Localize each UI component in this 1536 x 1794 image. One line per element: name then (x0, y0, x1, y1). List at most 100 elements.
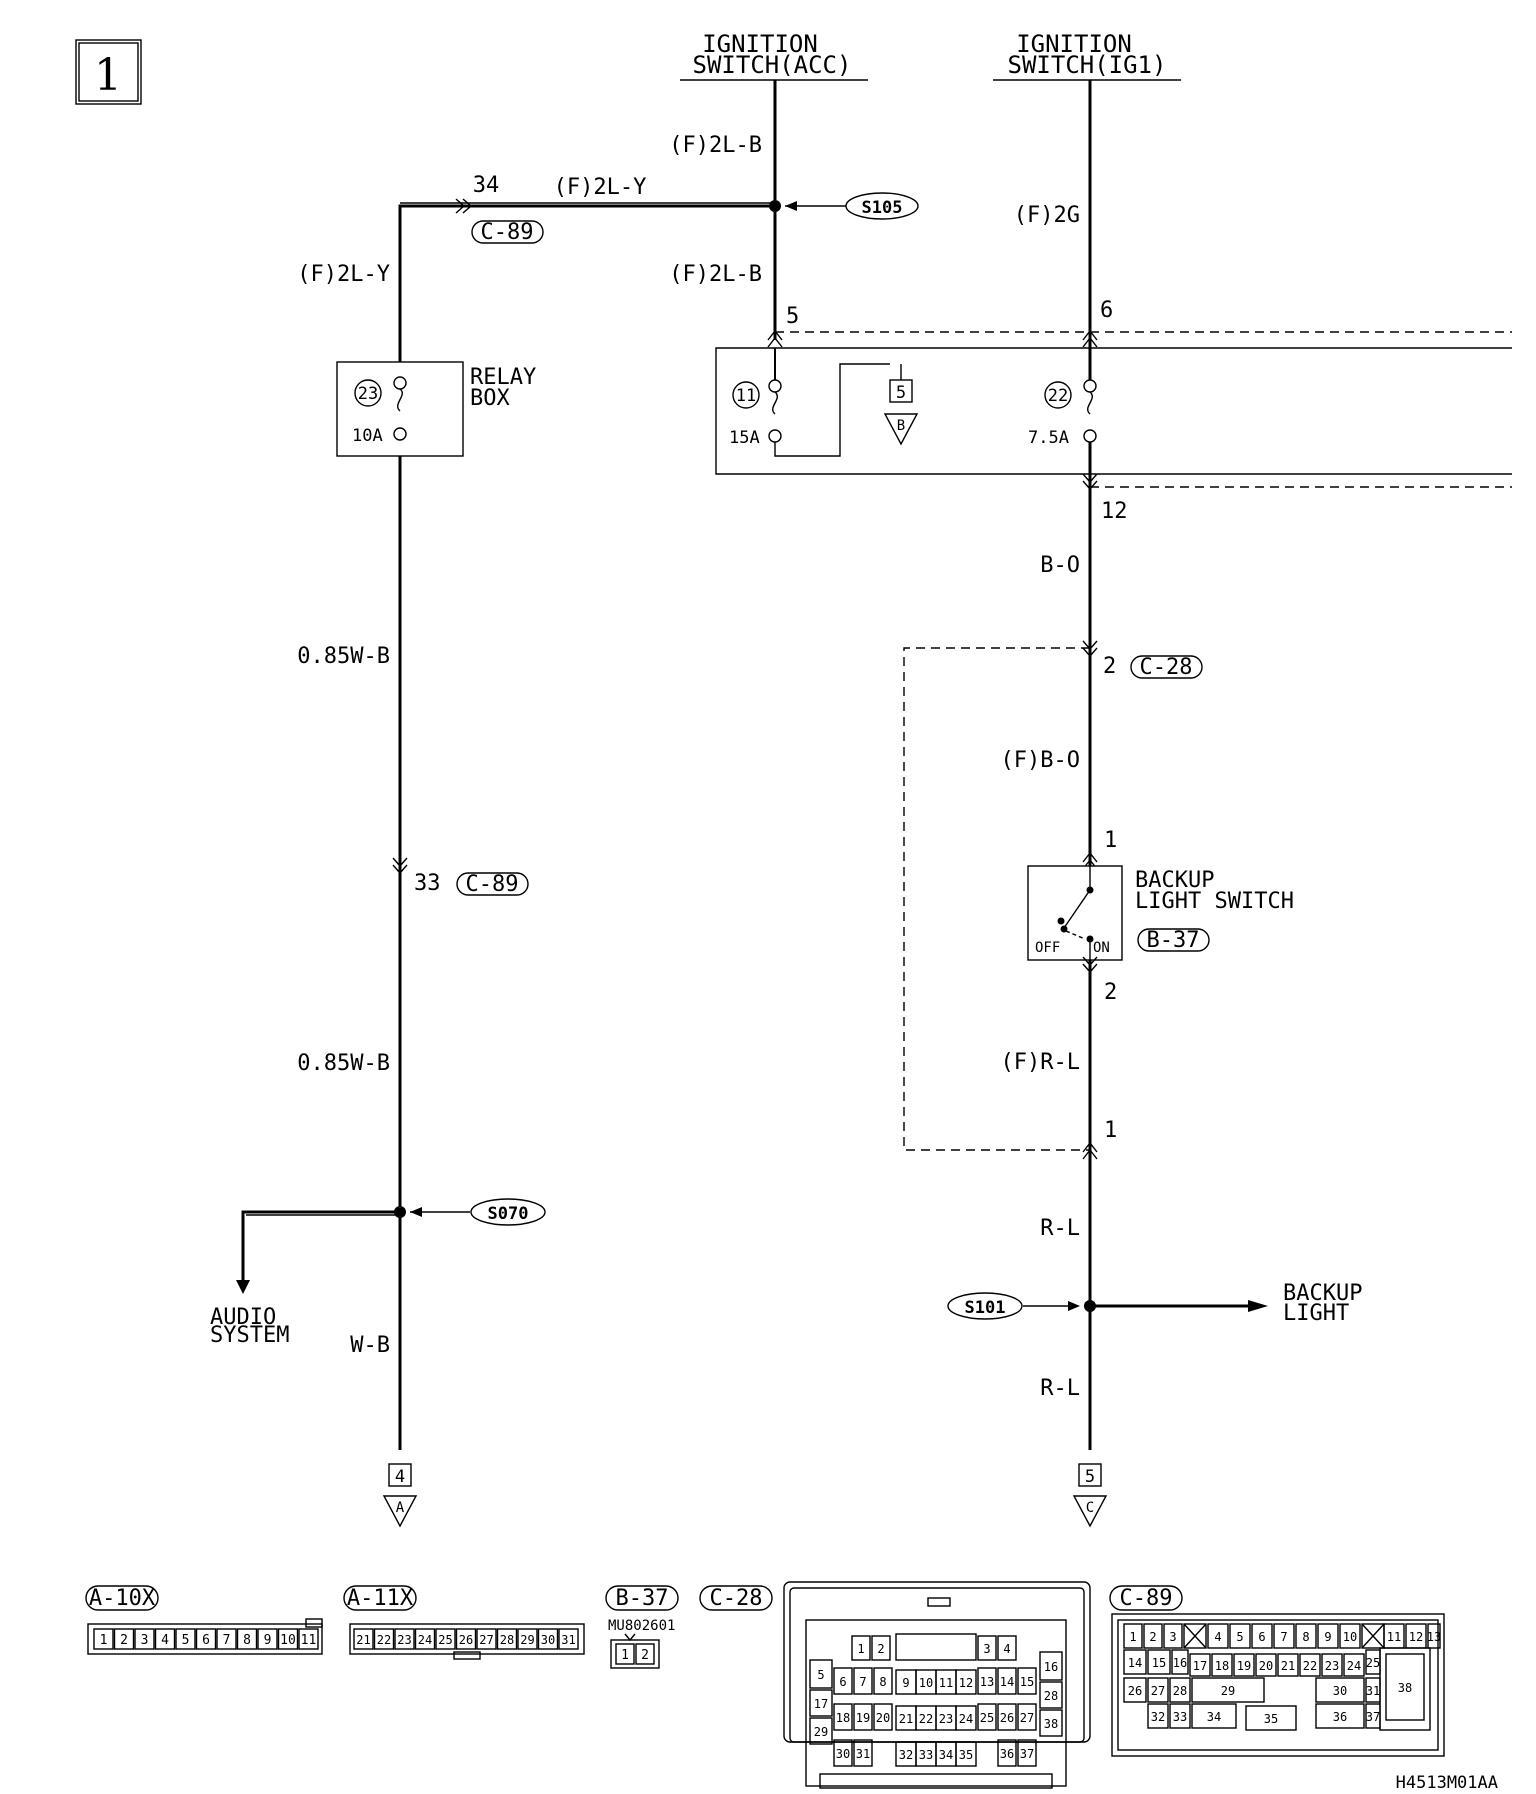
c89-pin-3: 3 (1169, 1630, 1176, 1644)
c28-pin-16-cell (1039, 1651, 1063, 1681)
splice-s070: S070 (394, 1198, 546, 1226)
a10x-pin-7: 7 (223, 1633, 231, 1648)
diagram-code: H4513M01AA (1396, 1773, 1498, 1793)
c89-pin-23-cell (1321, 1653, 1343, 1677)
a11x-pin-25: 25 (438, 1633, 452, 1647)
c28-pin-12-cell (955, 1669, 977, 1695)
a10x-pin-9-cell (257, 1628, 278, 1650)
c89-pin-25-cell (1365, 1649, 1381, 1675)
c89-pin-12-cell (1405, 1623, 1427, 1649)
c89-pin-17-cell (1189, 1653, 1211, 1677)
b37-pin-1-cell (615, 1643, 635, 1665)
a11x-pin-23: 23 (397, 1633, 411, 1647)
c89-pin-16: 16 (1173, 1656, 1187, 1670)
c28-pin-22: 22 (919, 1712, 933, 1726)
c89-pin-33: 33 (1173, 1710, 1187, 1724)
c28-pin-38: 38 (1044, 1717, 1058, 1731)
wire-label-wb-upper: 0.85W-B (297, 644, 390, 669)
c28-pin-6: 6 (839, 1675, 846, 1689)
c28-pin-10: 10 (919, 1676, 933, 1690)
c89-pin-21: 21 (1281, 1659, 1295, 1673)
c28-pin-35-cell (955, 1741, 977, 1767)
jb-ref-letter: B (897, 418, 905, 434)
a11x-pin-22: 22 (377, 1633, 391, 1647)
off-page-a-letter: A (396, 1500, 405, 1516)
c89-pin-30: 30 (1333, 1684, 1347, 1698)
c89-pin-8: 8 (1302, 1630, 1309, 1644)
c28-pin-3: 3 (983, 1642, 990, 1656)
c28-pin-1-cell (851, 1635, 871, 1661)
wire-label-acc-top: (F)2L-B (669, 133, 762, 158)
c28-pin-37: 37 (1020, 1747, 1034, 1761)
wire-label-rl-lower: R-L (1040, 1376, 1080, 1401)
c89-pin-19: 19 (1237, 1659, 1251, 1673)
legend-label-a10x: A-10X (89, 1586, 156, 1611)
a10x-pin-6-cell (195, 1628, 217, 1650)
relay-fuse-number: 23 (358, 384, 378, 404)
switch-label-line2: LIGHT SWITCH (1135, 889, 1294, 914)
c28-pin-14: 14 (1000, 1675, 1014, 1689)
backup-light-branch: BACKUP LIGHT (1090, 1281, 1362, 1326)
c28-pin-8: 8 (879, 1675, 886, 1689)
off-page-connector-a: 4 A (382, 1463, 418, 1528)
a11x-pin-23-cell (394, 1628, 415, 1650)
c28-pin-7: 7 (859, 1675, 866, 1689)
pin-label-c28-2: 2 (1103, 654, 1116, 679)
pin-label-jb-5: 5 (786, 304, 799, 329)
relay-box-label-line2: BOX (470, 386, 510, 411)
c28-boundary (903, 647, 1090, 1151)
c89-pin-28-cell (1169, 1677, 1191, 1703)
splice-s105: S105 (769, 192, 919, 220)
legend-label-a11x: A-11X (347, 1586, 414, 1611)
pin-label-c89-33: 33 (414, 871, 441, 896)
a10x-pin-11-cell (298, 1628, 319, 1650)
c28-pin-2: 2 (877, 1642, 884, 1656)
c28-pin-4: 4 (1003, 1642, 1010, 1656)
switch-on-label: ON (1093, 940, 1110, 956)
c89-pin-9: 9 (1324, 1630, 1331, 1644)
c28-pin-33: 33 (919, 1748, 933, 1762)
c28-pin-4-cell (997, 1635, 1017, 1661)
c28-pin-11: 11 (939, 1676, 953, 1690)
c89-pin-31: 31 (1366, 1684, 1380, 1698)
backup-light-switch: OFF ON BACKUP LIGHT SWITCH B-37 (1027, 865, 1294, 961)
junction-block: 11 15A 5 B 22 7.5A (715, 331, 1512, 488)
a11x-pin-26-cell (455, 1628, 477, 1650)
a10x-pin-11: 11 (301, 1633, 317, 1648)
c28-pin-30: 30 (836, 1747, 850, 1761)
legend-b37-part: MU802601 (608, 1618, 675, 1634)
c89-pin-33-cell (1169, 1703, 1191, 1729)
c89-pin-1-cell (1123, 1623, 1143, 1649)
b37-pin-2: 2 (641, 1648, 649, 1663)
wire-label-rl-upper: R-L (1040, 1216, 1080, 1241)
c28-pin-6-cell (833, 1667, 853, 1695)
c89-pin-5-cell (1229, 1623, 1251, 1649)
c28-pin-14-cell (997, 1667, 1017, 1695)
c89-pin-38: 38 (1398, 1681, 1412, 1695)
c89-pin-32-cell (1147, 1703, 1169, 1729)
audio-label-line2: SYSTEM (210, 1323, 289, 1348)
off-page-c-box: 5 (1085, 1467, 1095, 1487)
a11x-pin-22-cell (373, 1628, 395, 1650)
c28-pin-2-cell (871, 1635, 891, 1661)
ig1-wire: (F)2G 6 12 B-O 2 C-28 (F)B-O 1 (1001, 80, 1203, 870)
c28-pin-34: 34 (939, 1748, 953, 1762)
wb-wire: 0.85W-B 33 C-89 0.85W-B W-B (297, 456, 529, 1450)
a10x-pin-1-cell (93, 1628, 114, 1650)
c28-pin-15: 15 (1020, 1675, 1034, 1689)
pin-label-c89-34: 34 (473, 173, 500, 198)
a11x-pin-24: 24 (418, 1633, 432, 1647)
c89-pin-17: 17 (1193, 1659, 1207, 1673)
a10x-pin-4-cell (154, 1628, 176, 1650)
a10x-pin-5: 5 (182, 1633, 190, 1648)
a11x-pin-29: 29 (520, 1633, 534, 1647)
c89-pin-32: 32 (1151, 1710, 1165, 1724)
audio-label-line1: AUDIO (210, 1305, 276, 1330)
wire-label-acc-mid: (F)2L-B (669, 262, 762, 287)
c28-pin-24: 24 (959, 1712, 973, 1726)
c28-pin-29: 29 (814, 1725, 828, 1739)
c28-pin-25: 25 (980, 1711, 994, 1725)
a10x-pin-1: 1 (100, 1633, 108, 1648)
